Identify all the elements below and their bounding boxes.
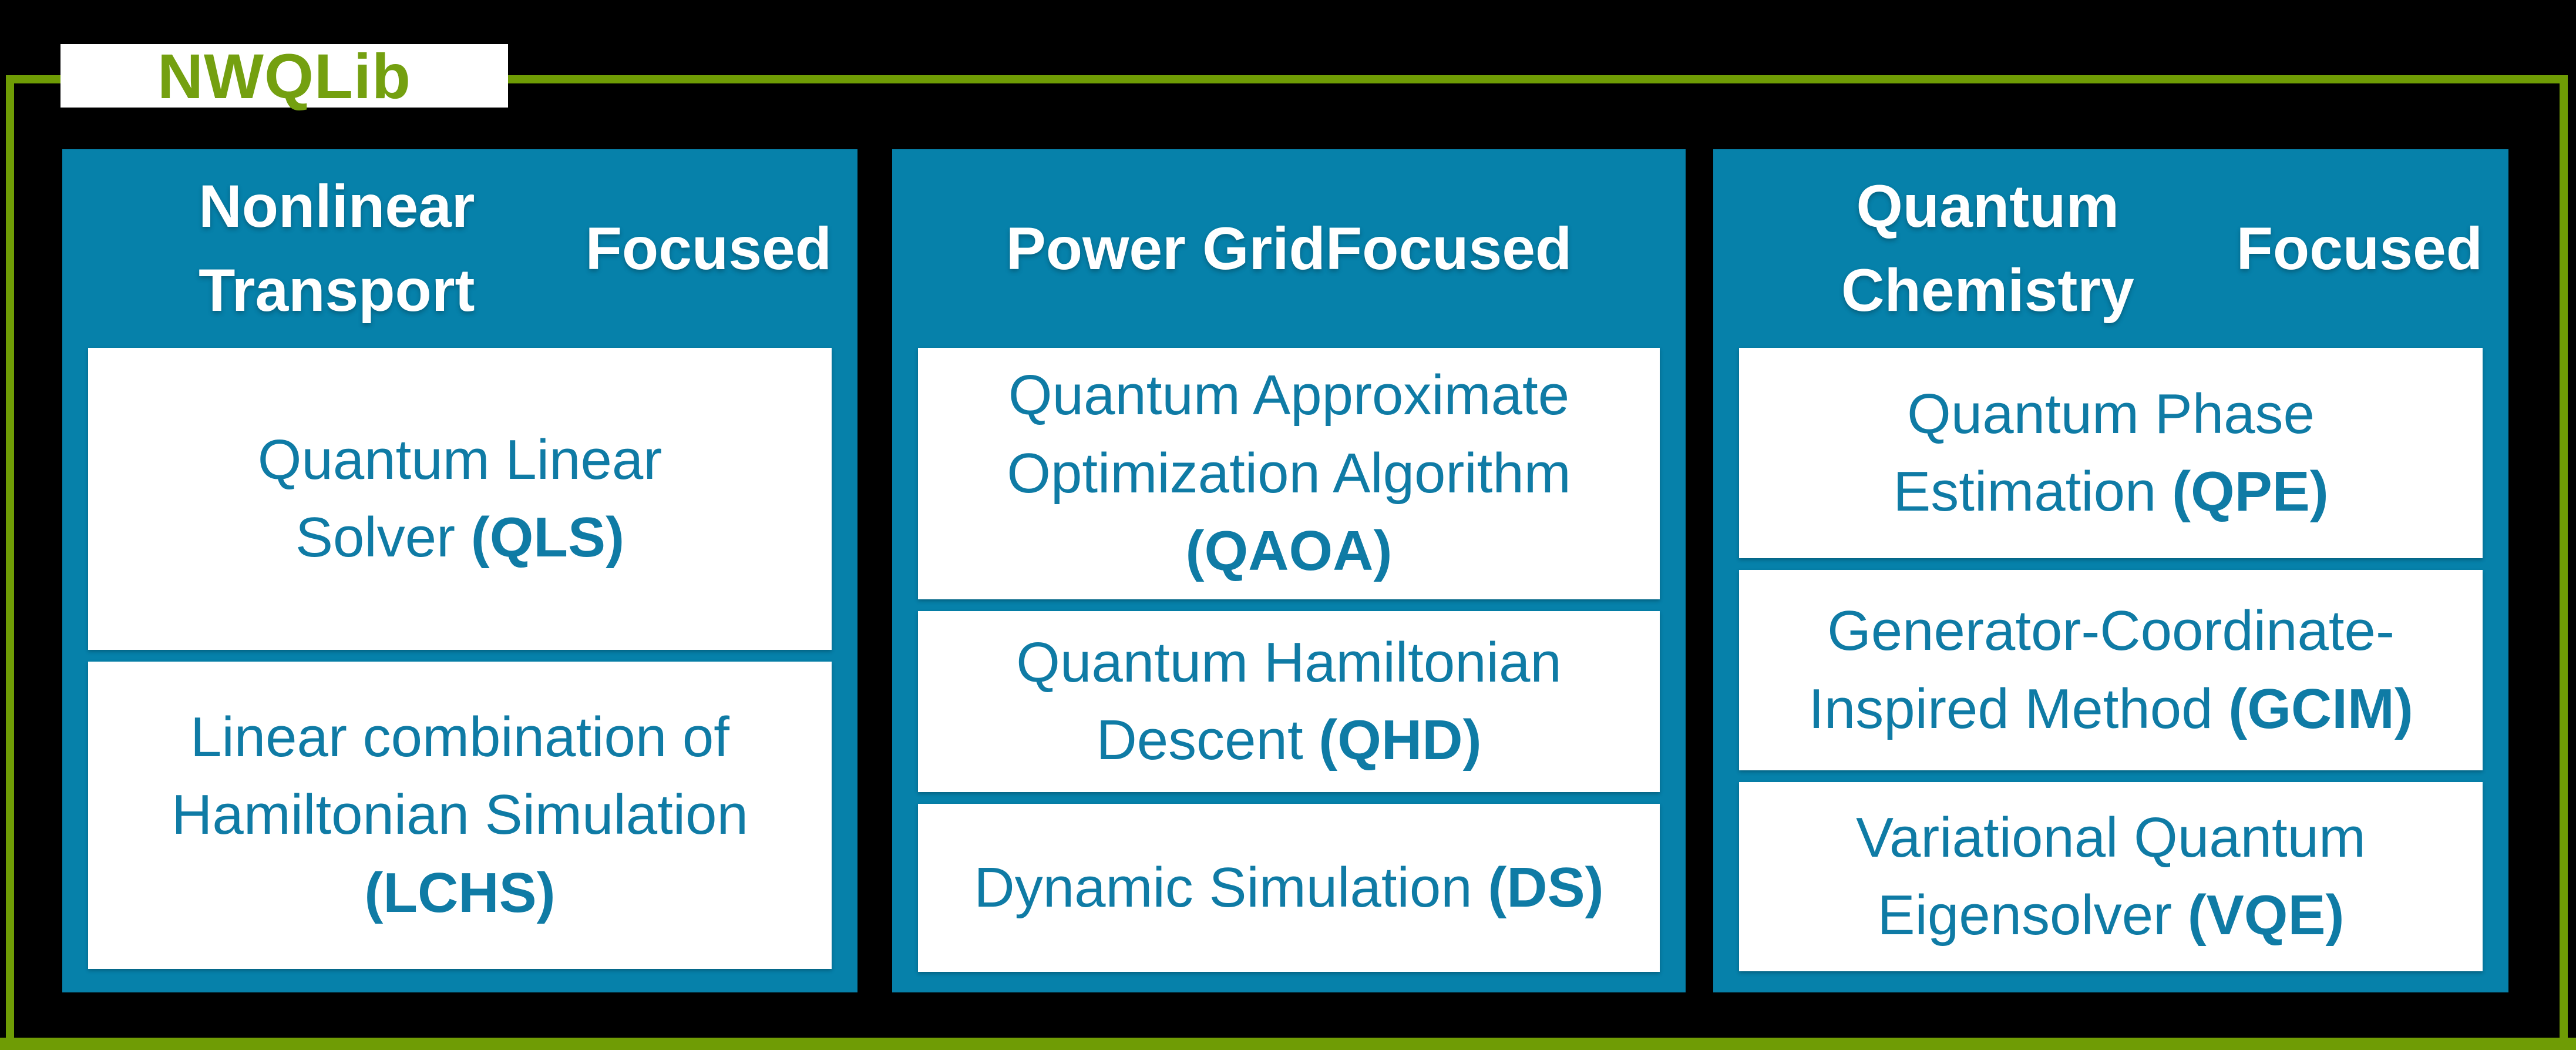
algorithm-name-line: Optimization Algorithm <box>1007 435 1571 512</box>
algorithm-name-line: Linear combination of <box>190 699 729 776</box>
green-bottom-band <box>0 1038 2576 1050</box>
algorithm-text: Quantum Linear <box>257 428 663 491</box>
algorithm-text: Variational Quantum <box>1855 806 2366 869</box>
algorithm-name-line: Inspired Method (GCIM) <box>1808 670 2413 748</box>
algorithm-name-line: Variational Quantum <box>1856 799 2366 877</box>
algorithm-text: Quantum Hamiltonian <box>1016 630 1562 694</box>
column-header-line: Focused <box>585 214 832 282</box>
algorithm-name-line: Estimation (QPE) <box>1893 453 2329 531</box>
algorithm-text: Hamiltonian Simulation <box>171 783 748 847</box>
algorithm-name-line: Hamiltonian Simulation <box>171 776 748 854</box>
algorithm-box-qhd: Quantum Hamiltonian Descent (QHD) <box>918 611 1660 792</box>
algorithm-abbr: (QAOA) <box>1185 519 1393 583</box>
column-quantum-chemistry: Quantum Chemistry Focused Quantum Phase … <box>1713 149 2508 992</box>
column-nonlinear-transport: Nonlinear Transport Focused Quantum Line… <box>62 149 857 992</box>
algorithm-abbr: (GCIM) <box>2228 677 2413 740</box>
column-header-line: Quantum Chemistry <box>1841 173 2134 324</box>
algorithm-name-line: (QAOA) <box>1186 512 1393 590</box>
algorithm-text: Inspired Method <box>1808 677 2229 740</box>
algorithm-name-line: Dynamic Simulation (DS) <box>974 849 1603 927</box>
library-title-box: NWQLib <box>60 41 508 112</box>
algorithm-abbr: (QHD) <box>1319 709 1482 771</box>
algorithm-box-gcim: Generator-Coordinate- Inspired Method (G… <box>1739 570 2483 770</box>
algorithm-abbr: (QLS) <box>470 506 625 569</box>
column-header: Nonlinear Transport Focused <box>88 149 832 348</box>
algorithm-box-vqe: Variational Quantum Eigensolver (VQE) <box>1739 782 2483 971</box>
algorithm-name-line: (LCHS) <box>364 854 555 932</box>
algorithm-text: Quantum Phase <box>1907 382 2315 445</box>
algorithm-name-line: Quantum Phase <box>1907 375 2315 453</box>
algorithm-name-line: Quantum Approximate <box>1008 357 1569 434</box>
algorithm-name-line: Generator-Coordinate- <box>1827 592 2395 670</box>
algorithm-text: Generator-Coordinate- <box>1827 599 2395 663</box>
algorithm-name-line: Eigensolver (VQE) <box>1878 877 2345 954</box>
algorithm-name-line: Quantum Hamiltonian <box>1016 624 1561 702</box>
algorithm-text: Quantum Approximate <box>1008 364 1570 427</box>
column-header-line: Focused <box>2236 214 2483 282</box>
column-header: Quantum Chemistry Focused <box>1739 149 2483 348</box>
algorithm-box-ds: Dynamic Simulation (DS) <box>918 804 1660 972</box>
algorithm-text: Optimization Algorithm <box>1007 441 1571 505</box>
green-frame-border <box>6 75 2568 1038</box>
algorithm-name-line: Quantum Linear <box>258 421 662 499</box>
algorithm-name-line: Solver (QLS) <box>295 499 624 576</box>
algorithm-abbr: (DS) <box>1488 856 1604 919</box>
library-title: NWQLib <box>157 40 411 112</box>
algorithm-text: Solver <box>295 506 471 569</box>
algorithm-box-qls: Quantum Linear Solver (QLS) <box>88 348 832 650</box>
column-header-line: Nonlinear Transport <box>199 173 475 324</box>
column-header-line: Power Grid <box>1005 214 1326 282</box>
algorithm-text: Eigensolver <box>1877 884 2188 947</box>
algorithm-text: Descent <box>1096 709 1319 771</box>
column-power-grid: Power Grid Focused Quantum Approximate O… <box>892 149 1686 992</box>
algorithm-text: Linear combination of <box>190 705 729 769</box>
column-header-line: Focused <box>1325 214 1572 282</box>
algorithm-box-qpe: Quantum Phase Estimation (QPE) <box>1739 348 2483 558</box>
algorithm-abbr: (QPE) <box>2172 460 2329 523</box>
column-header: Power Grid Focused <box>918 149 1660 348</box>
algorithm-box-qaoa: Quantum Approximate Optimization Algorit… <box>918 348 1660 599</box>
algorithm-text: Estimation <box>1893 460 2173 523</box>
algorithm-abbr: (VQE) <box>2187 884 2345 947</box>
algorithm-abbr: (LCHS) <box>364 861 556 924</box>
algorithm-name-line: Descent (QHD) <box>1096 702 1481 779</box>
algorithm-box-lchs: Linear combination of Hamiltonian Simula… <box>88 662 832 969</box>
algorithm-text: Dynamic Simulation <box>974 856 1488 919</box>
